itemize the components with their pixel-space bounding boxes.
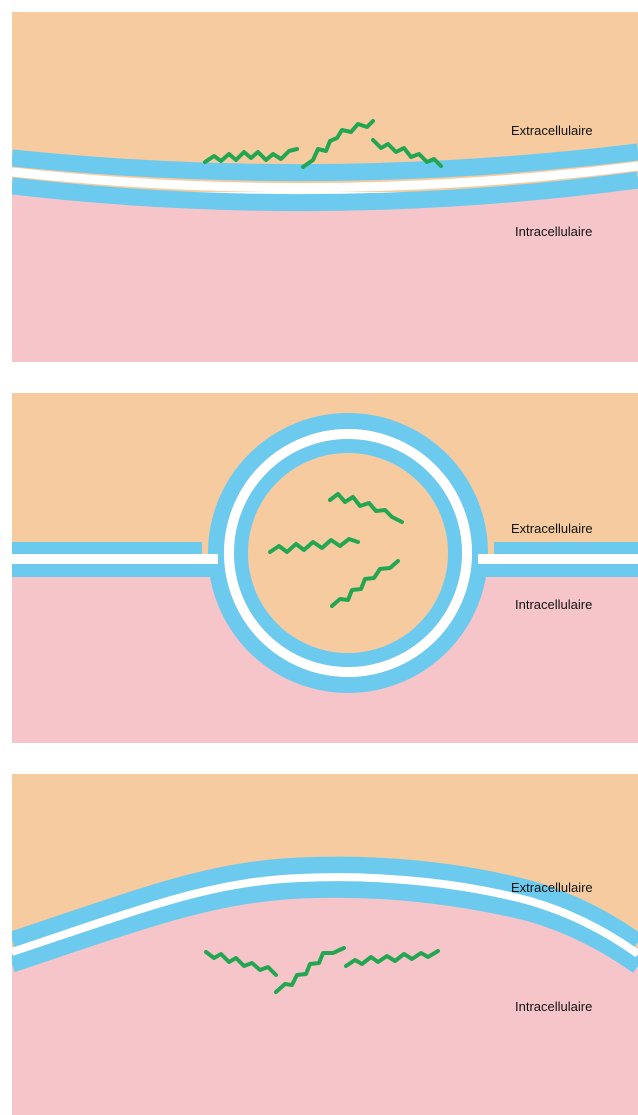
panel-1-intracellular-region [12, 186, 638, 362]
panel-3-extracellular-label: Extracellulaire [511, 880, 593, 895]
panel-1 [12, 12, 638, 362]
panel-3-intracellular-label: Intracellulaire [515, 999, 592, 1014]
panel-2-membrane-right-lower [480, 564, 638, 577]
panel-2-membrane-right-upper [494, 542, 638, 554]
panel-2-vesicle-lumen [248, 453, 448, 653]
panel-1-extracellular-label: Extracellulaire [511, 123, 593, 138]
panel-2-intracellular-label: Intracellulaire [515, 597, 592, 612]
panel-1-intracellular-label: Intracellulaire [515, 224, 592, 239]
panel-2-membrane-left-upper [12, 542, 202, 554]
panel-2-extracellular-label: Extracellulaire [511, 521, 593, 536]
panel-2-membrane-left-lower [12, 564, 216, 577]
panel-2 [12, 393, 638, 743]
panel-2-membrane-gap-right [478, 554, 638, 564]
panel-3 [12, 774, 638, 1115]
panel-2-membrane-gap-left [12, 554, 218, 564]
